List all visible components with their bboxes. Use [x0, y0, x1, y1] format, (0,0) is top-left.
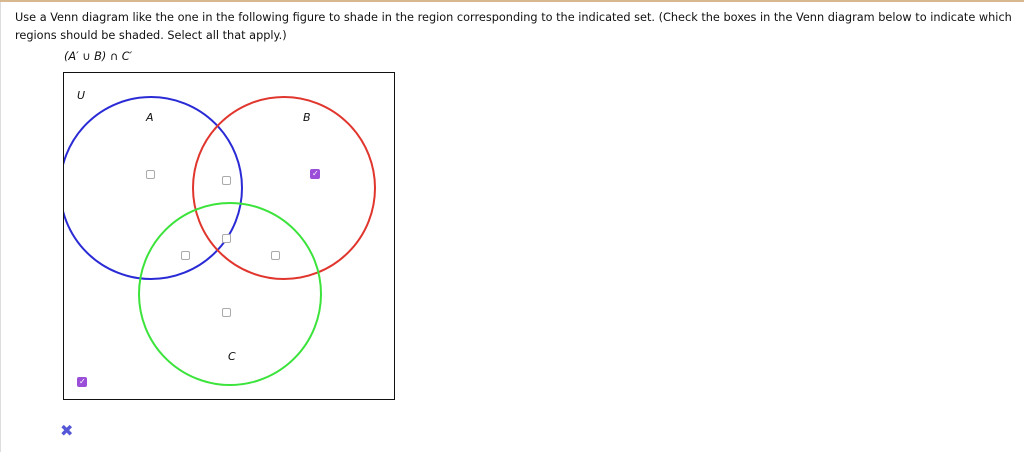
x-icon: ✖ — [60, 421, 74, 440]
checkbox-c-only[interactable] — [222, 308, 231, 317]
circle-c — [138, 202, 322, 386]
checkbox-b-and-c[interactable] — [271, 251, 280, 260]
header-bar — [0, 0, 1024, 2]
label-c: C — [228, 350, 236, 363]
checkbox-a-and-c[interactable] — [181, 251, 190, 260]
question-text: Use a Venn diagram like the one in the f… — [15, 11, 1012, 42]
checkbox-outside-all[interactable] — [77, 377, 87, 387]
checkbox-b-only[interactable] — [310, 169, 320, 179]
set-expression: (A′ ∪ B) ∩ C′ — [64, 50, 133, 63]
checkbox-a-only[interactable] — [146, 170, 155, 179]
checkbox-a-and-b[interactable] — [222, 176, 231, 185]
checkbox-a-b-c[interactable] — [222, 234, 231, 243]
label-u: U — [77, 89, 86, 102]
circle-b — [192, 96, 376, 280]
circle-a — [64, 96, 243, 280]
label-b: B — [303, 111, 311, 124]
label-a: A — [146, 111, 154, 124]
venn-circles — [64, 96, 376, 386]
left-border — [0, 2, 1, 452]
venn-diagram: U A B C — [63, 72, 395, 400]
